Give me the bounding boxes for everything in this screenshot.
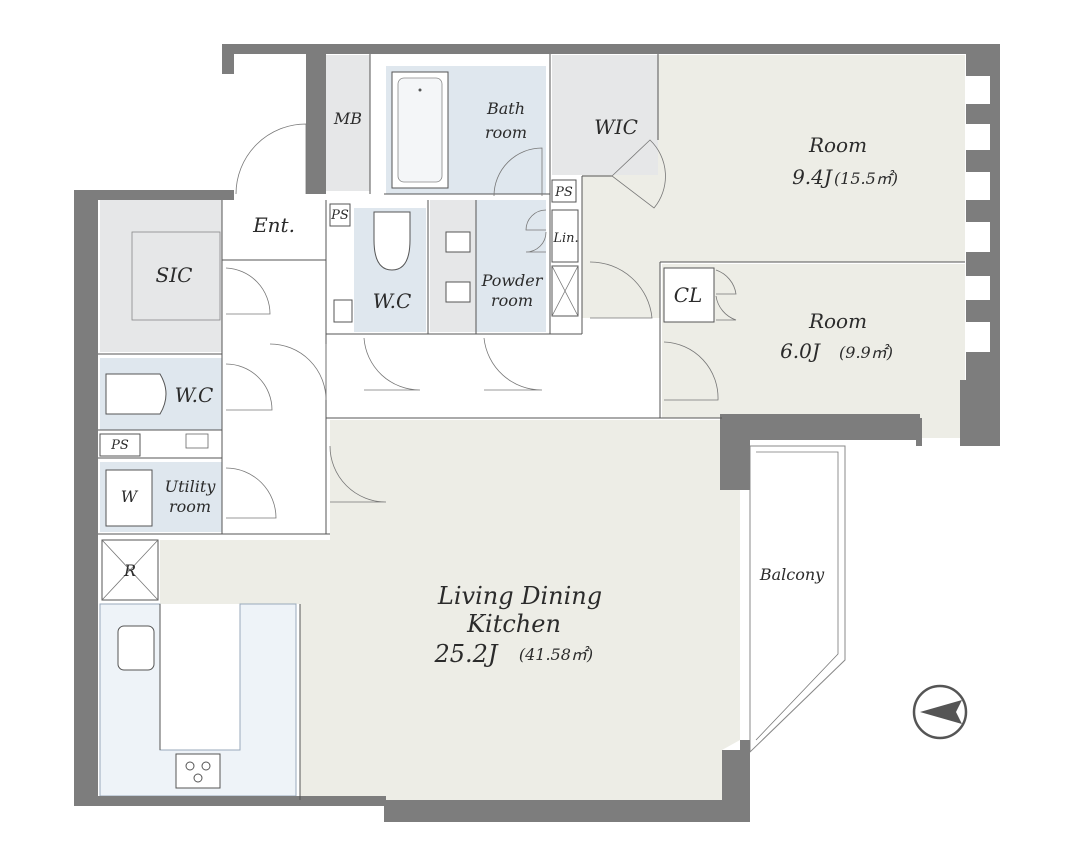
sic-floor xyxy=(100,200,222,352)
bath-label-2: room xyxy=(485,123,527,142)
linen-label: Lin. xyxy=(552,231,578,246)
balcony-floor xyxy=(749,445,846,754)
wc2-label: W.C xyxy=(175,383,214,407)
mb-floor xyxy=(326,55,370,191)
ps-label-mid: PS xyxy=(554,185,573,200)
fixtures xyxy=(99,71,715,789)
room2-floor xyxy=(662,264,965,438)
ldk-name-2: Kitchen xyxy=(466,610,561,638)
fridge-label: R xyxy=(123,561,136,580)
washer-label: W xyxy=(121,487,139,506)
bath-label-1: Bath xyxy=(486,99,525,118)
ps-label-upper: PS xyxy=(330,208,349,223)
sic-label: SIC xyxy=(156,263,193,287)
room2-size: 6.0J xyxy=(780,339,821,363)
utility-label-1: Utility xyxy=(165,477,217,496)
partitions xyxy=(98,54,965,800)
room1-area: (15.5㎡) xyxy=(834,169,898,188)
mb-label: MB xyxy=(333,109,362,128)
room2-name: Room xyxy=(808,309,867,333)
vanity-counter xyxy=(430,200,476,332)
north-arrow-icon xyxy=(912,684,968,740)
toilet-1 xyxy=(373,211,411,271)
ldk-floor xyxy=(160,420,740,800)
ps-label-left: PS xyxy=(110,438,129,453)
powder-label-1: Powder xyxy=(481,271,544,290)
cooktop xyxy=(175,753,221,789)
ldk-area: (41.58㎡) xyxy=(519,645,593,664)
room2-area: (9.9㎡) xyxy=(839,343,893,362)
ldk-name-1: Living Dining xyxy=(437,582,602,610)
balcony-label: Balcony xyxy=(759,565,825,584)
toilet-2 xyxy=(105,373,167,415)
walls xyxy=(74,44,1000,822)
powder-label-2: room xyxy=(491,291,533,310)
wc1-label: W.C xyxy=(373,289,412,313)
closet-label: CL xyxy=(674,283,703,307)
ldk-size: 25.2J xyxy=(433,640,498,668)
doors xyxy=(225,123,737,519)
washer xyxy=(105,469,153,527)
entrance-label: Ent. xyxy=(252,213,295,237)
room1-name: Room xyxy=(808,133,867,157)
room1-size: 9.4J xyxy=(792,165,833,189)
kitchen-sink xyxy=(117,625,155,671)
powder-floor xyxy=(476,200,546,332)
room1-floor xyxy=(582,55,965,318)
wic-label: WIC xyxy=(594,115,638,139)
wic-floor xyxy=(552,55,658,175)
utility-label-2: room xyxy=(169,497,211,516)
